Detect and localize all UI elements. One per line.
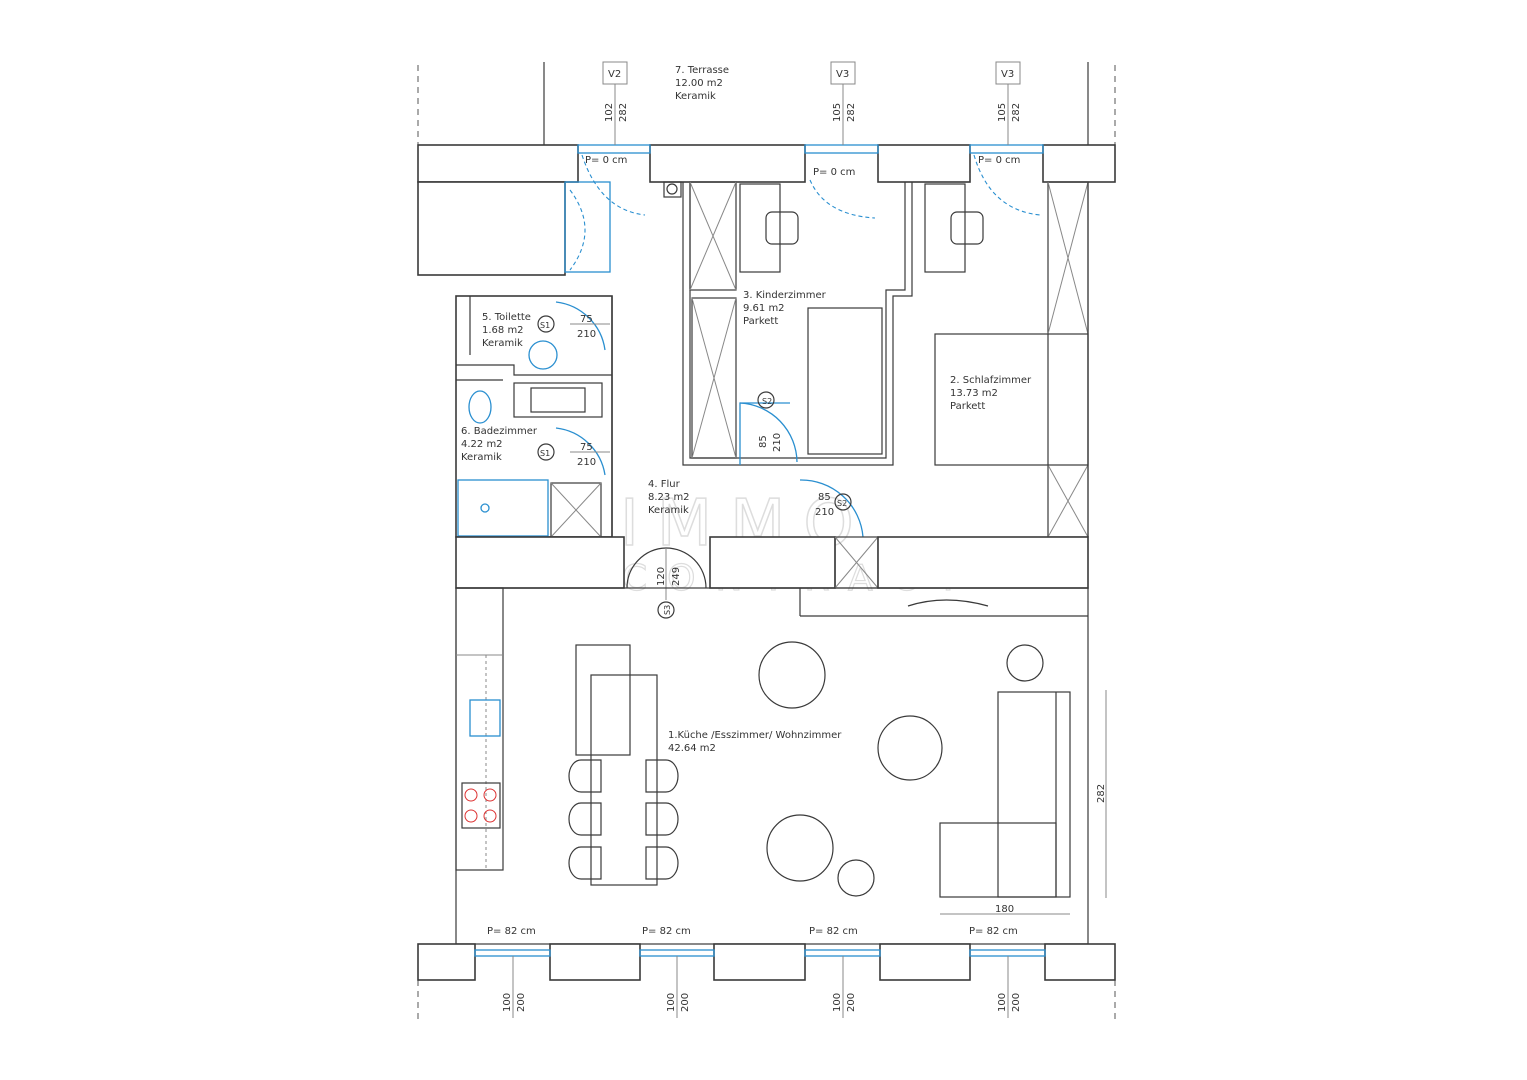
svg-text:9.61 m2: 9.61 m2 <box>743 303 785 314</box>
svg-text:120: 120 <box>656 567 667 586</box>
svg-text:210: 210 <box>577 329 596 340</box>
svg-text:200: 200 <box>1011 993 1022 1012</box>
svg-text:P= 0 cm: P= 0 cm <box>978 155 1020 166</box>
dimension-sofa-width: 180 <box>940 904 1070 915</box>
kinderzimmer: 3. Kinderzimmer 9.61 m2 Parkett <box>663 181 913 466</box>
svg-text:75: 75 <box>580 442 593 453</box>
bottom-window-1: P= 82 cm 100 200 <box>487 926 536 1018</box>
window-tag-2: V3 105 282 P= 0 cm <box>813 61 857 178</box>
svg-text:249: 249 <box>671 567 682 586</box>
svg-text:210: 210 <box>772 433 783 452</box>
svg-text:100: 100 <box>502 993 513 1012</box>
svg-text:75: 75 <box>580 314 593 325</box>
boundary-lines <box>417 62 1116 1020</box>
door-s2-schlafzimmer: S2 85 210 <box>799 479 864 538</box>
room-label-terrasse: 7. Terrasse 12.00 m2 Keramik <box>675 65 729 102</box>
svg-text:V3: V3 <box>1001 69 1014 80</box>
svg-text:4. Flur: 4. Flur <box>648 479 681 490</box>
svg-text:3. Kinderzimmer: 3. Kinderzimmer <box>743 290 827 301</box>
svg-text:Parkett: Parkett <box>743 316 778 327</box>
wohnzimmer: 1.Küche /Esszimmer/ Wohnzimmer 42.64 m2 <box>455 587 1089 945</box>
svg-text:85: 85 <box>758 435 769 448</box>
door-s1-badezimmer: S1 75 210 <box>537 427 610 476</box>
door-s2-kinderzimmer: S2 85 210 <box>739 391 798 465</box>
svg-text:Keramik: Keramik <box>482 338 523 349</box>
svg-text:1.68 m2: 1.68 m2 <box>482 325 524 336</box>
svg-text:282: 282 <box>618 103 629 122</box>
svg-text:2. Schlafzimmer: 2. Schlafzimmer <box>950 375 1032 386</box>
svg-text:102: 102 <box>604 103 615 122</box>
svg-text:105: 105 <box>832 103 843 122</box>
svg-text:V2: V2 <box>608 69 621 80</box>
svg-text:200: 200 <box>680 993 691 1012</box>
svg-text:180: 180 <box>995 904 1014 915</box>
svg-text:13.73 m2: 13.73 m2 <box>950 388 998 399</box>
svg-text:4.22 m2: 4.22 m2 <box>461 439 503 450</box>
svg-text:Keramik: Keramik <box>675 91 716 102</box>
svg-text:P= 0 cm: P= 0 cm <box>813 167 855 178</box>
svg-text:P= 0 cm: P= 0 cm <box>585 155 627 166</box>
room-label-flur: 4. Flur 8.23 m2 Keramik <box>648 479 690 516</box>
door-s1-toilette: S1 75 210 <box>537 301 610 351</box>
svg-text:V3: V3 <box>836 69 849 80</box>
svg-text:P= 82 cm: P= 82 cm <box>642 926 691 937</box>
svg-text:85: 85 <box>818 492 831 503</box>
svg-text:282: 282 <box>846 103 857 122</box>
svg-text:S1: S1 <box>540 449 550 458</box>
svg-text:S2: S2 <box>837 499 847 508</box>
svg-text:100: 100 <box>666 993 677 1012</box>
bottom-window-2: P= 82 cm 100 200 <box>642 926 691 1018</box>
svg-text:100: 100 <box>832 993 843 1012</box>
svg-text:1.Küche /Esszimmer/ Wohnzimmer: 1.Küche /Esszimmer/ Wohnzimmer <box>668 730 842 741</box>
bottom-window-3: P= 82 cm 100 200 <box>809 926 858 1018</box>
bottom-window-4: P= 82 cm 100 200 <box>969 926 1022 1018</box>
window-tag-1: V2 102 282 P= 0 cm <box>585 61 629 166</box>
svg-text:100: 100 <box>997 993 1008 1012</box>
svg-text:8.23 m2: 8.23 m2 <box>648 492 690 503</box>
svg-text:S2: S2 <box>762 397 772 406</box>
svg-text:Keramik: Keramik <box>648 505 689 516</box>
svg-text:P= 82 cm: P= 82 cm <box>487 926 536 937</box>
svg-text:105: 105 <box>997 103 1008 122</box>
svg-text:200: 200 <box>516 993 527 1012</box>
svg-text:42.64 m2: 42.64 m2 <box>668 743 716 754</box>
svg-text:210: 210 <box>815 507 834 518</box>
top-windows <box>564 144 1044 273</box>
svg-text:210: 210 <box>577 457 596 468</box>
exterior-wall-top <box>417 144 1116 276</box>
svg-text:Keramik: Keramik <box>461 452 502 463</box>
door-s3-entrance: 120 249 S3 <box>626 547 707 619</box>
svg-text:7. Terrasse: 7. Terrasse <box>675 65 729 76</box>
svg-text:5. Toilette: 5. Toilette <box>482 312 531 323</box>
svg-text:282: 282 <box>1096 784 1107 803</box>
svg-text:12.00 m2: 12.00 m2 <box>675 78 723 89</box>
svg-text:6. Badezimmer: 6. Badezimmer <box>461 426 538 437</box>
dimension-wall-height: 282 <box>1096 690 1107 898</box>
schlafzimmer: 2. Schlafzimmer 13.73 m2 Parkett <box>924 181 1089 538</box>
svg-text:Parkett: Parkett <box>950 401 985 412</box>
svg-text:P= 82 cm: P= 82 cm <box>809 926 858 937</box>
svg-text:S1: S1 <box>540 321 550 330</box>
bottom-windows <box>417 943 1116 981</box>
window-tag-3: V3 105 282 P= 0 cm <box>978 61 1022 166</box>
svg-text:S3: S3 <box>663 605 672 615</box>
svg-text:282: 282 <box>1011 103 1022 122</box>
svg-text:200: 200 <box>846 993 857 1012</box>
svg-text:P= 82 cm: P= 82 cm <box>969 926 1018 937</box>
flur-wall <box>455 536 1089 617</box>
